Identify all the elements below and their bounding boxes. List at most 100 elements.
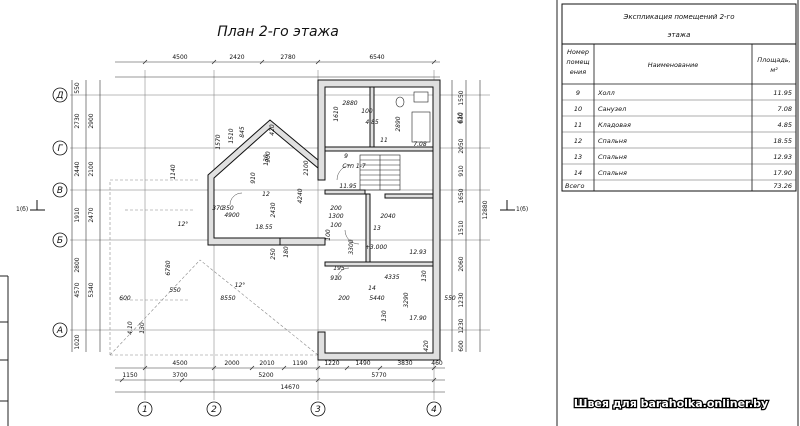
explication-table: Экспликация помещений 2-го этажа Номер п…	[561, 3, 797, 192]
interior-label: 12	[262, 191, 270, 198]
interior-label: 180	[283, 246, 290, 258]
explication-title-1: Экспликация помещений 2-го	[622, 13, 734, 21]
watermark: Швея для baraholka.onliner.by Швея для b…	[573, 396, 770, 412]
row-name: Кладовая	[598, 121, 631, 129]
dim-text: 2060	[458, 256, 465, 271]
interior-label: 200	[330, 205, 342, 212]
dim-text: 5200	[258, 372, 273, 379]
interior-label: 200	[338, 295, 350, 302]
dim-text: 460	[431, 360, 443, 367]
interior-label: 9	[344, 153, 348, 160]
dim-text: 2470	[88, 207, 95, 222]
axis-bubble	[310, 401, 326, 417]
dim-text: 600	[458, 340, 465, 352]
header-number-1: Номер	[567, 48, 589, 56]
axis-bubble	[206, 401, 222, 417]
door-swings	[229, 164, 360, 281]
row-area: 11.95	[773, 89, 792, 97]
total-value: 73.26	[773, 182, 792, 190]
dim-text: 1020	[74, 334, 81, 349]
interior-label: 370	[212, 205, 224, 212]
section-marks	[30, 200, 515, 211]
axis-bubble	[52, 87, 68, 103]
header-number-2: помещ	[566, 58, 589, 66]
dim-text: 1150	[122, 372, 137, 379]
dim-text: 4500	[172, 360, 187, 367]
interior-label: 11	[380, 137, 388, 144]
dim-text: 1490	[355, 360, 370, 367]
axis-letter: Д	[55, 91, 63, 101]
interior-label: 8550	[220, 295, 235, 302]
axis-number: 3	[315, 405, 321, 415]
interior-label: 130	[139, 322, 146, 334]
interior-label: 550	[169, 287, 181, 294]
header-name: Наименование	[648, 61, 699, 69]
axis-bubble	[426, 401, 442, 417]
interior-label: 130	[381, 310, 388, 322]
building-walls	[207, 79, 441, 361]
row-area: 12.93	[773, 153, 792, 161]
interior-label: 12°	[235, 282, 246, 289]
interior-label: 550	[444, 295, 456, 302]
interior-label: 2100	[303, 160, 310, 175]
axis-bubble	[52, 182, 68, 198]
dim-text: 2050	[458, 138, 465, 153]
axis-letter: В	[57, 186, 63, 196]
interior-label: 13	[373, 225, 381, 232]
interior-label: 910	[250, 172, 257, 184]
interior-label: 1570	[215, 134, 222, 149]
dim-text: 4570	[74, 282, 81, 297]
row-number: 13	[574, 153, 582, 161]
row-area: 17.90	[773, 169, 792, 177]
dim-text: 1220	[324, 360, 339, 367]
interior-label: 100	[325, 229, 332, 241]
dimension-lines	[71, 61, 481, 393]
interior-label: 130	[263, 154, 270, 166]
watermark-outline: Швея для baraholka.onliner.by	[574, 397, 768, 410]
bath-fixtures	[395, 91, 431, 143]
dim-text: 3830	[397, 360, 412, 367]
row-area: 4.85	[778, 121, 792, 129]
right-dimensions: 1550630205091016501510206012301230600128…	[458, 90, 489, 352]
row-number: 14	[574, 169, 582, 177]
dim-text: 2010	[259, 360, 274, 367]
interior-label: 4900	[224, 212, 239, 219]
interior-label: 3290	[403, 292, 410, 307]
dim-text: 2440	[74, 161, 81, 176]
interior-label: 4240	[297, 188, 304, 203]
dim-text: 2800	[74, 257, 81, 272]
dim-text: 2900	[88, 113, 95, 128]
row-name: Спальня	[598, 169, 627, 177]
interior-label: 1510	[228, 128, 235, 143]
watermark-text: Швея для baraholka.onliner.by	[574, 397, 768, 410]
staircase	[359, 154, 401, 191]
dim-text: 1510	[458, 220, 465, 235]
dim-text: 2730	[74, 113, 81, 128]
row-number: 10	[574, 105, 582, 113]
row-number: 11	[574, 121, 582, 129]
axis-number: 2	[211, 405, 217, 415]
interior-label: 2430	[270, 202, 277, 217]
interior-label: 17.90	[409, 315, 426, 322]
dim-text: 1230	[458, 292, 465, 307]
axis-letter: Б	[57, 236, 63, 246]
dim-text: 6540	[369, 54, 384, 61]
axis-letter: Г	[57, 144, 63, 154]
interior-label: 18.55	[255, 224, 272, 231]
interior-label: 350	[222, 205, 234, 212]
row-name: Холл	[597, 89, 615, 97]
dim-text: 5340	[88, 282, 95, 297]
dim-text: 1550	[458, 90, 465, 105]
interior-label: 845	[239, 126, 246, 138]
row-area: 7.08	[778, 105, 792, 113]
interior-label: 100	[330, 222, 342, 229]
interior-label: 4335	[384, 274, 399, 281]
row-name: Спальня	[598, 137, 627, 145]
dim-text: 1230	[458, 318, 465, 333]
interior-label: 14	[368, 285, 376, 292]
interior-label: 610	[457, 112, 464, 124]
